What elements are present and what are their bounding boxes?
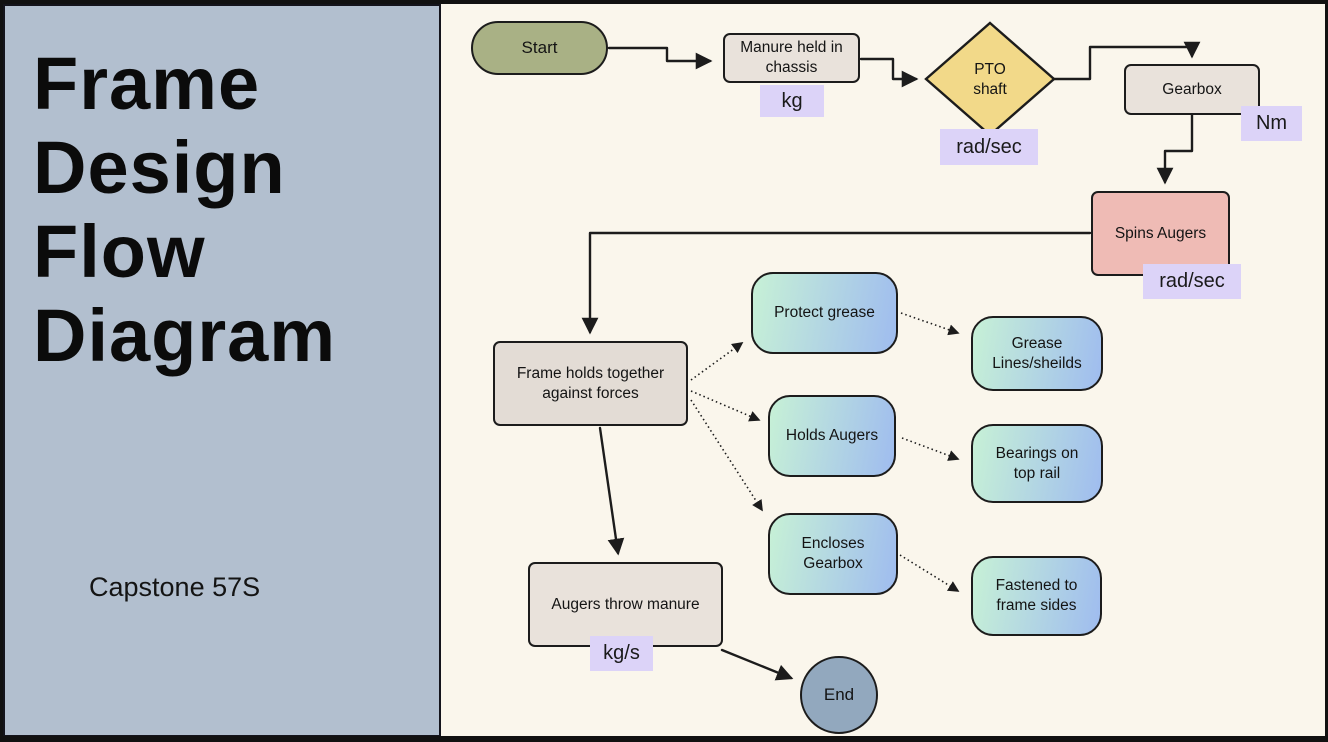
node-grease-lines-sheilds: Grease Lines/sheilds <box>971 316 1103 391</box>
node-encloses-gearbox: Encloses Gearbox <box>768 513 898 595</box>
connector-augers-to-end <box>720 648 794 681</box>
node-protect-grease: Protect grease <box>751 272 898 354</box>
unit-label-rad-sec-pto: rad/sec <box>940 129 1038 165</box>
unit-label-nm: Nm <box>1241 106 1302 141</box>
page-title: Frame Design Flow Diagram <box>33 42 336 378</box>
node-fastened-to-frame-sides: Fastened to frame sides <box>971 556 1102 636</box>
connector-encloses-to-fastened <box>899 554 960 592</box>
node-gearbox: Gearbox <box>1124 64 1260 115</box>
connector-pto-to-gearbox <box>1052 41 1201 81</box>
connector-start-to-manure <box>607 46 713 70</box>
connector-protect-to-grease <box>900 312 960 336</box>
node-manure-held-in-chassis: Manure held in chassis <box>723 33 860 83</box>
title-line: Flow <box>33 210 206 293</box>
node-augers-throw-manure: Augers throw manure <box>528 562 723 647</box>
connector-layer <box>581 21 1201 681</box>
connector-frame-to-encloses <box>690 399 763 512</box>
title-line: Diagram <box>33 294 337 377</box>
unit-label-rad-sec-spins: rad/sec <box>1143 264 1241 299</box>
sidebar-panel: Frame Design Flow Diagram Capstone 57S <box>3 4 441 736</box>
connector-spins-to-frame <box>581 231 1092 335</box>
connector-frame-to-protect <box>690 342 744 381</box>
node-spins-augers: Spins Augers <box>1091 191 1230 276</box>
unit-label-kg: kg <box>760 85 824 117</box>
node-holds-augers: Holds Augers <box>768 395 896 477</box>
connector-gearbox-to-spins <box>1156 113 1194 185</box>
connector-frame-to-augers <box>598 426 625 556</box>
node-pto-shaft-label: PTO shaft <box>973 61 1007 98</box>
connector-holds-to-bearings <box>901 437 960 461</box>
subtitle: Capstone 57S <box>89 572 261 602</box>
connector-frame-to-holds <box>690 390 761 422</box>
title-line: Design <box>33 126 286 209</box>
node-frame-holds-together: Frame holds together against forces <box>493 341 688 426</box>
title-line: Frame <box>33 42 261 125</box>
node-start: Start <box>471 21 608 75</box>
node-bearings-on-top-rail: Bearings on top rail <box>971 424 1103 503</box>
node-end: End <box>800 656 878 734</box>
connector-manure-to-pto <box>859 57 919 88</box>
unit-label-kg-s: kg/s <box>590 636 653 671</box>
